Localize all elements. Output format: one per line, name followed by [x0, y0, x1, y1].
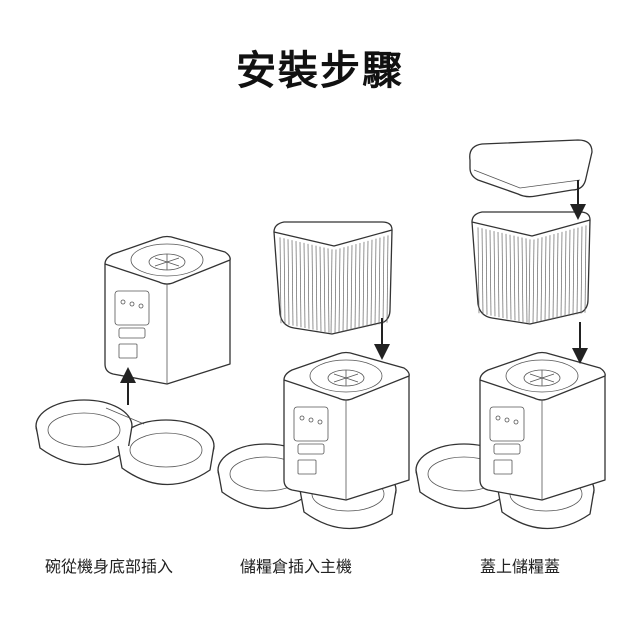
feeder-base	[283, 351, 410, 501]
step3-illustration	[415, 139, 606, 530]
feeder-base	[479, 351, 606, 501]
step1-illustration	[35, 235, 231, 486]
page-title: 安裝步驟	[236, 48, 404, 94]
step2-illustration	[217, 221, 410, 530]
hopper-lid	[469, 139, 593, 198]
food-hopper	[273, 221, 393, 335]
step2-caption: 儲糧倉插入主機	[240, 557, 353, 576]
food-hopper	[471, 211, 591, 325]
double-bowl	[35, 399, 215, 486]
step1-caption: 碗從機身底部插入	[45, 557, 174, 576]
feeder-base	[104, 235, 231, 385]
step3-caption: 蓋上儲糧蓋	[480, 557, 561, 576]
